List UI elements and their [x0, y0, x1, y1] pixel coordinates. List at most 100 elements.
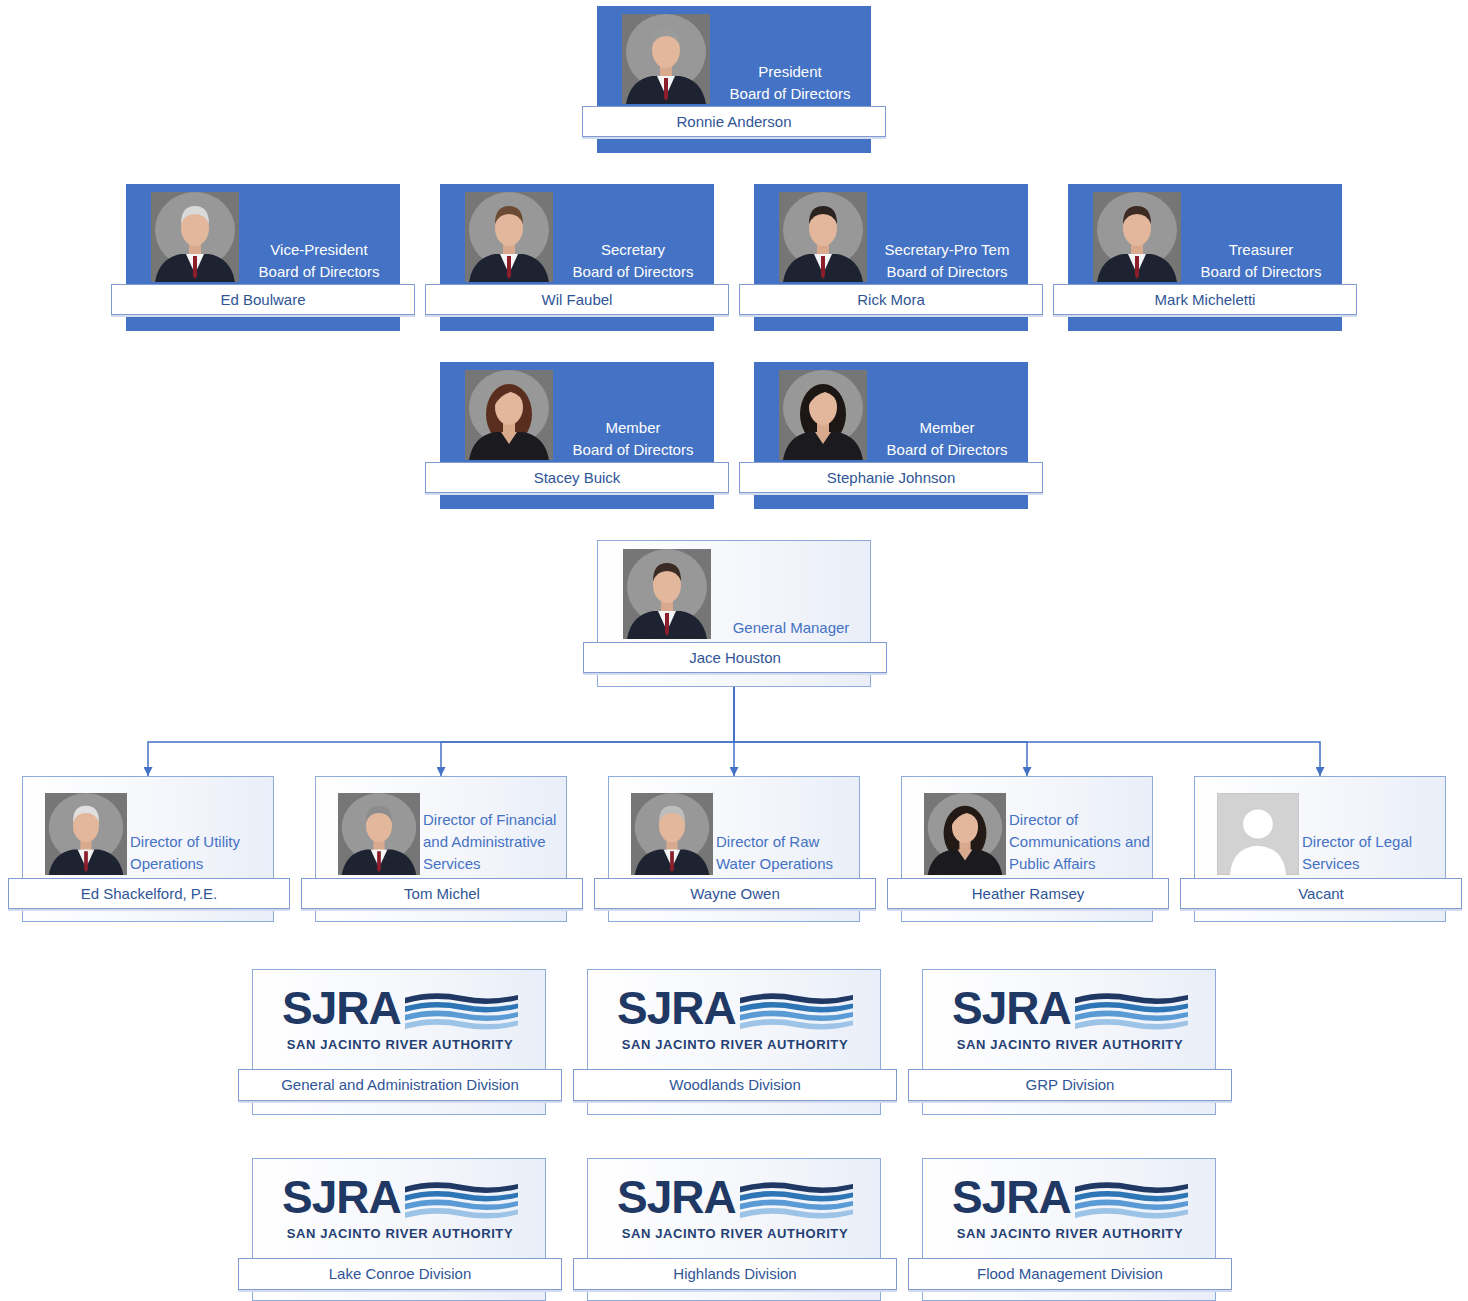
tie [664, 78, 668, 101]
jacket [155, 254, 235, 282]
wave-stroke [405, 1010, 518, 1021]
wave-stroke [405, 1019, 518, 1030]
photo-ground [924, 793, 1006, 875]
logo-subtitle: SAN JACINTO RIVER AUTHORITY [617, 1037, 853, 1053]
sjra-logo: SJRASAN JACINTO RIVER AUTHORITY [617, 988, 853, 1054]
tie [84, 851, 88, 872]
division-box: SJRASAN JACINTO RIVER AUTHORITYWoodlands… [587, 969, 881, 1115]
title-text: Board of Directors [556, 439, 710, 461]
role-title: Vice-PresidentBoard of Directors [242, 239, 396, 283]
logo-subtitle: SAN JACINTO RIVER AUTHORITY [952, 1037, 1188, 1053]
name-banner: General and Administration Division [238, 1069, 562, 1101]
name-banner: Woodlands Division [573, 1069, 897, 1101]
director-box: Director of Legal ServicesVacant [1194, 776, 1446, 922]
logo-wordmark: SJRA [617, 1171, 736, 1223]
title-text: Treasurer [1184, 239, 1338, 261]
reporting-connector [734, 687, 1320, 776]
tie [377, 851, 381, 872]
name-banner: Ronnie Anderson [582, 106, 886, 137]
name-banner: Highlands Division [573, 1258, 897, 1290]
name-banner: Tom Michel [301, 878, 583, 909]
logo-wordmark: SJRA [282, 982, 401, 1034]
title-text: Secretary-Pro Tem [870, 239, 1024, 261]
jacket [635, 849, 710, 875]
wave-stroke [1075, 1208, 1188, 1219]
photo-light [783, 370, 863, 446]
jacket [469, 432, 549, 460]
jacket [49, 849, 124, 875]
hair [495, 206, 523, 224]
board-member-box: TreasurerBoard of DirectorsMark Michelet… [1068, 184, 1342, 331]
sjra-logo: SJRASAN JACINTO RIVER AUTHORITY [282, 988, 518, 1054]
wave-stroke [740, 1002, 853, 1013]
photo-ground [779, 370, 867, 460]
wave-stroke [1075, 1002, 1188, 1013]
director-box: Director of Utility OperationsEd Shackel… [22, 776, 274, 922]
name-banner: Vacant [1180, 878, 1462, 909]
tie [821, 256, 825, 279]
portrait-photo [45, 793, 127, 875]
logo-waves [405, 992, 518, 1030]
role-title: Director of Raw Water Operations [716, 831, 857, 875]
role-title: MemberBoard of Directors [556, 417, 710, 461]
photo-light [928, 793, 1003, 862]
portrait-photo [465, 370, 553, 460]
hair [652, 28, 680, 46]
title-text: Board of Directors [242, 261, 396, 283]
division-box: SJRASAN JACINTO RIVER AUTHORITYGRP Divis… [922, 969, 1216, 1115]
portrait-photo [924, 793, 1006, 875]
photo-ground [465, 370, 553, 460]
wave-stroke [405, 1002, 518, 1013]
reporting-connector [441, 687, 734, 776]
title-text: President [713, 61, 867, 83]
role-title: TreasurerBoard of Directors [1184, 239, 1338, 283]
wave-stroke [405, 993, 518, 1004]
reporting-connector [148, 687, 734, 776]
wave-stroke [405, 1182, 518, 1193]
wave-stroke [740, 1191, 853, 1202]
logo-waves [740, 992, 853, 1030]
board-member-box: Vice-PresidentBoard of DirectorsEd Boulw… [126, 184, 400, 331]
logo-waves [740, 1181, 853, 1219]
title-text: Board of Directors [870, 439, 1024, 461]
portrait-photo [465, 192, 553, 282]
logo-wordmark: SJRA [952, 1171, 1071, 1223]
title-text: Board of Directors [870, 261, 1024, 283]
logo-subtitle: SAN JACINTO RIVER AUTHORITY [282, 1226, 518, 1242]
photo-ground [622, 14, 710, 104]
photo-ground [338, 793, 420, 875]
jacket [626, 76, 706, 104]
wave-stroke [740, 1010, 853, 1021]
title-text: Member [870, 417, 1024, 439]
title-text: General Manager [714, 617, 868, 639]
division-box: SJRASAN JACINTO RIVER AUTHORITYHighlands… [587, 1158, 881, 1301]
board-member-box: SecretaryBoard of DirectorsWil Faubel [440, 184, 714, 331]
logo-subtitle: SAN JACINTO RIVER AUTHORITY [952, 1226, 1188, 1242]
wave-stroke [1075, 1182, 1188, 1193]
role-title: SecretaryBoard of Directors [556, 239, 710, 283]
jacket [1097, 254, 1177, 282]
wave-stroke [405, 1199, 518, 1210]
board-member-box: MemberBoard of DirectorsStephanie Johnso… [754, 362, 1028, 509]
sjra-logo: SJRASAN JACINTO RIVER AUTHORITY [952, 988, 1188, 1054]
photo-light [469, 370, 549, 446]
name-banner: Rick Mora [739, 284, 1043, 315]
role-title: Director of Legal Services [1302, 831, 1443, 875]
hair [653, 563, 681, 581]
portrait-photo [779, 192, 867, 282]
board-member-box: MemberBoard of DirectorsStacey Buick [440, 362, 714, 509]
hair [1123, 206, 1151, 224]
name-banner: Stacey Buick [425, 462, 729, 493]
hair [366, 806, 392, 822]
title-text: Member [556, 417, 710, 439]
tie [507, 256, 511, 279]
title-text: Director of Utility Operations [130, 831, 271, 875]
name-banner: Ed Boulware [111, 284, 415, 315]
hair [181, 206, 209, 224]
wave-stroke [1075, 1191, 1188, 1202]
name-banner: Flood Management Division [908, 1258, 1232, 1290]
logo-waves [405, 1181, 518, 1219]
role-title: MemberBoard of Directors [870, 417, 1024, 461]
sjra-logo: SJRASAN JACINTO RIVER AUTHORITY [952, 1177, 1188, 1243]
wave-stroke [1075, 993, 1188, 1004]
